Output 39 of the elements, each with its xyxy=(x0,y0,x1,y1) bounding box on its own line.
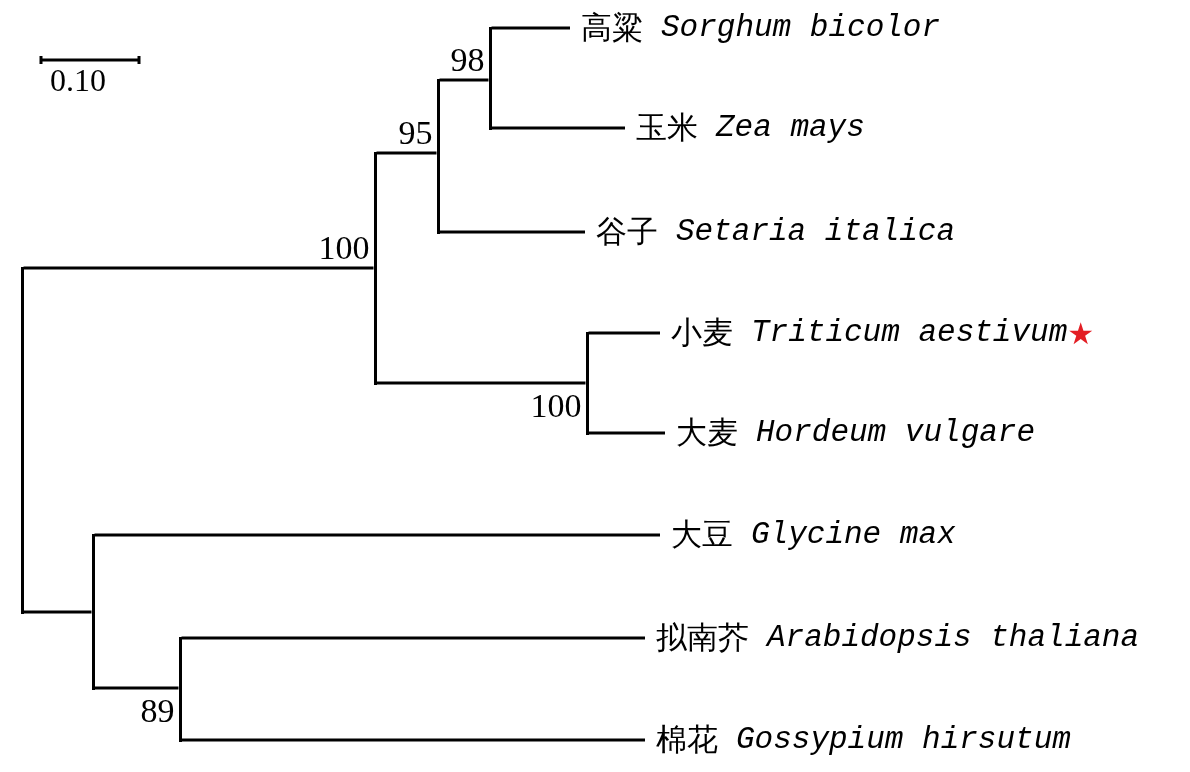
bootstrap-value: 98 xyxy=(450,43,485,77)
branch-line xyxy=(588,331,660,335)
branch-line xyxy=(23,610,92,614)
species-name: Zea mays xyxy=(716,110,865,146)
species-name: Hordeum vulgare xyxy=(756,415,1036,451)
common-name: 高粱 xyxy=(581,10,643,46)
bootstrap-value: 95 xyxy=(398,116,433,150)
common-name: 拟南芥 xyxy=(656,620,749,656)
common-name: 大豆 xyxy=(671,517,733,553)
species-name: Glycine max xyxy=(751,517,956,553)
common-name: 小麦 xyxy=(671,315,733,351)
bootstrap-value: 100 xyxy=(318,231,370,265)
branch-line xyxy=(23,266,374,270)
species-name: Gossypium hirsutum xyxy=(736,722,1071,758)
clade-bar xyxy=(20,266,24,614)
common-name: 谷子 xyxy=(596,214,658,250)
branch-line xyxy=(94,533,660,537)
bootstrap-value: 100 xyxy=(530,389,582,423)
common-name: 玉米 xyxy=(636,110,698,146)
common-name: 棉花 xyxy=(656,722,718,758)
bootstrap-value: 89 xyxy=(140,694,175,728)
species-name: Triticum aestivum xyxy=(751,315,1068,351)
species-name: Sorghum bicolor xyxy=(661,10,941,46)
branch-line xyxy=(181,636,645,640)
branch-line xyxy=(376,151,437,155)
branch-line xyxy=(439,230,585,234)
branch-line xyxy=(491,126,625,130)
scale-label: 0.10 xyxy=(50,64,106,96)
branch-line xyxy=(439,78,489,82)
branch-line xyxy=(181,738,645,742)
common-name: 大麦 xyxy=(676,415,738,451)
branch-line xyxy=(94,686,179,690)
species-name: Arabidopsis thaliana xyxy=(767,620,1140,656)
species-name: Setaria italica xyxy=(676,214,956,250)
branch-line xyxy=(376,381,586,385)
branch-line xyxy=(491,26,570,30)
star-mark: ★ xyxy=(1067,316,1095,350)
clade-bar xyxy=(91,533,95,690)
branch-line xyxy=(588,431,665,435)
